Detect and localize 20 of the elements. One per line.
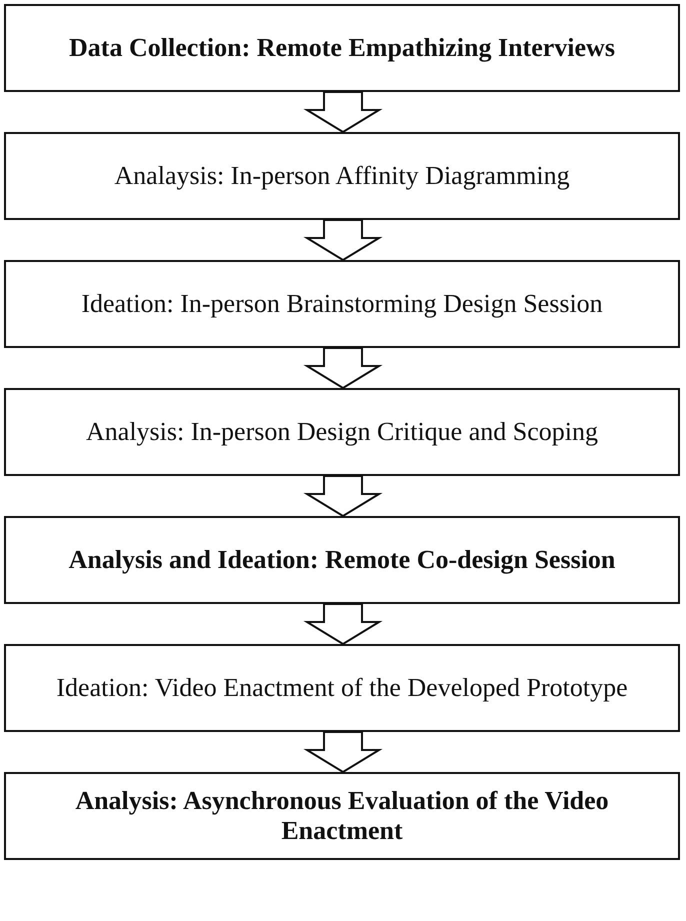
block-arrow	[303, 219, 383, 262]
process-box	[4, 516, 680, 604]
block-arrow	[303, 603, 383, 646]
process-box	[4, 388, 680, 476]
block-arrow	[303, 731, 383, 774]
step-label: Analysis: Asynchronous Evaluation of the Video Enactment	[74, 786, 610, 846]
process-box	[4, 132, 680, 220]
process-box	[4, 772, 680, 860]
block-arrow	[303, 475, 383, 518]
block-arrow	[303, 91, 383, 134]
step-label: Analysis and Ideation: Remote Co-design Session	[68, 545, 616, 575]
process-box	[4, 4, 680, 92]
step-label: Ideation: Video Enactment of the Developed Prototype	[56, 673, 628, 703]
process-box	[4, 644, 680, 732]
block-arrow	[303, 347, 383, 390]
step-label: Data Collection: Remote Empathizing Interviews	[69, 33, 615, 63]
process-box	[4, 260, 680, 348]
step-label: Ideation: In-person Brainstorming Design Session	[81, 289, 603, 319]
step-label: Analaysis: In-person Affinity Diagramming	[114, 161, 570, 191]
step-label: Analysis: In-person Design Critique and Scoping	[86, 417, 598, 447]
